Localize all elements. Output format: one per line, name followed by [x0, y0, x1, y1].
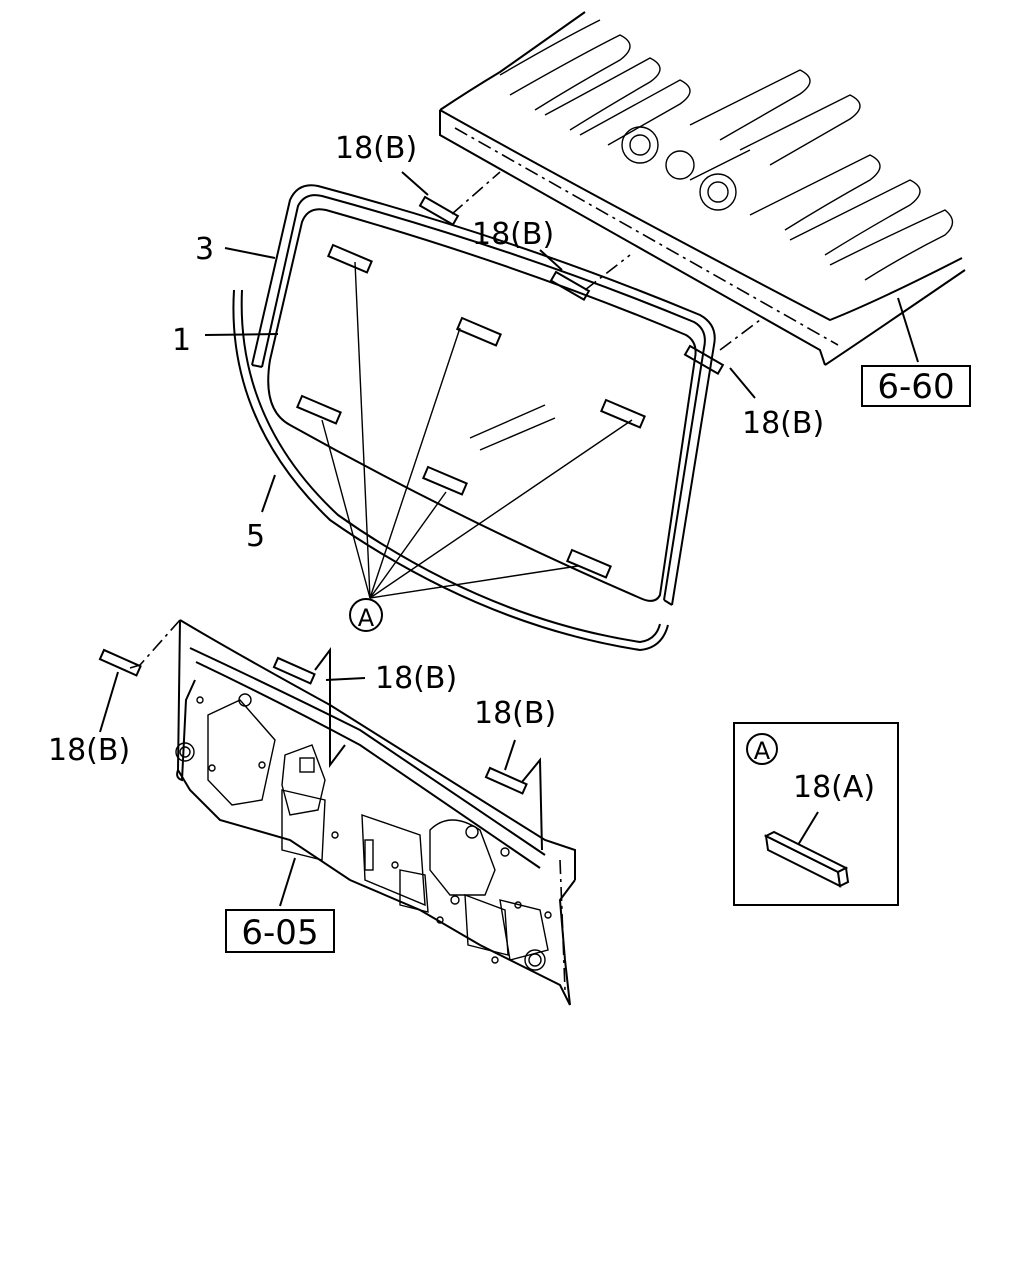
glass-pad-1 — [326, 243, 373, 274]
dash-ref-leader — [279, 857, 296, 907]
dam-strip — [232, 289, 669, 652]
callout-dash-clip-center: 18(B) — [375, 661, 457, 696]
dash-ref-label: 6-05 — [241, 913, 318, 953]
windshield-glass — [251, 184, 716, 606]
callout-roof-clip-1: 18(B) — [335, 131, 417, 166]
dash-ref-box — [225, 909, 335, 953]
roof-ref-leader — [897, 297, 919, 363]
detail-part-leader — [797, 811, 819, 846]
glass-pad-2 — [455, 316, 502, 347]
view-a-marker — [349, 598, 383, 632]
detail-pad-side — [836, 866, 850, 888]
glass-pad-4 — [599, 398, 646, 429]
callout-roof-clip-3: 18(B) — [742, 406, 824, 441]
callout-glass: 1 — [172, 323, 191, 358]
roof-clip-pad-2 — [549, 270, 591, 302]
roof-ref-label: 6-60 — [877, 367, 954, 407]
callout-dash-clip-right: 18(B) — [474, 696, 556, 731]
roof-ref-box — [861, 365, 971, 407]
moulding-leader — [224, 247, 276, 259]
callout-dam: 5 — [246, 519, 265, 554]
callout-detail-part: 18(A) — [793, 770, 875, 805]
view-a-marker-label: A — [358, 604, 375, 632]
callout-dash-clip-left: 18(B) — [48, 733, 130, 768]
callout-moulding: 3 — [195, 232, 214, 267]
glass-pad-3 — [295, 394, 342, 425]
dam-strip-inner — [240, 289, 661, 644]
dash-clip-pad-left — [98, 648, 142, 677]
glass-pad-6 — [565, 548, 612, 579]
detail-a-marker-label: A — [754, 737, 771, 765]
dash-clip-pads — [98, 647, 543, 851]
dash-clip-pad-center — [272, 656, 316, 685]
dam-leader — [261, 474, 276, 513]
detail-a-marker — [746, 733, 778, 765]
glass-leader — [204, 333, 279, 336]
roof-clip-pad-1 — [418, 195, 460, 227]
view-a-leaders — [321, 261, 633, 599]
glass-pad-5 — [421, 465, 468, 496]
detail-a-panel: A 18(A) — [733, 722, 899, 906]
dash-clip-pad-right — [484, 766, 528, 795]
roof-panel — [439, 11, 966, 366]
callout-roof-clip-2: 18(B) — [472, 217, 554, 252]
